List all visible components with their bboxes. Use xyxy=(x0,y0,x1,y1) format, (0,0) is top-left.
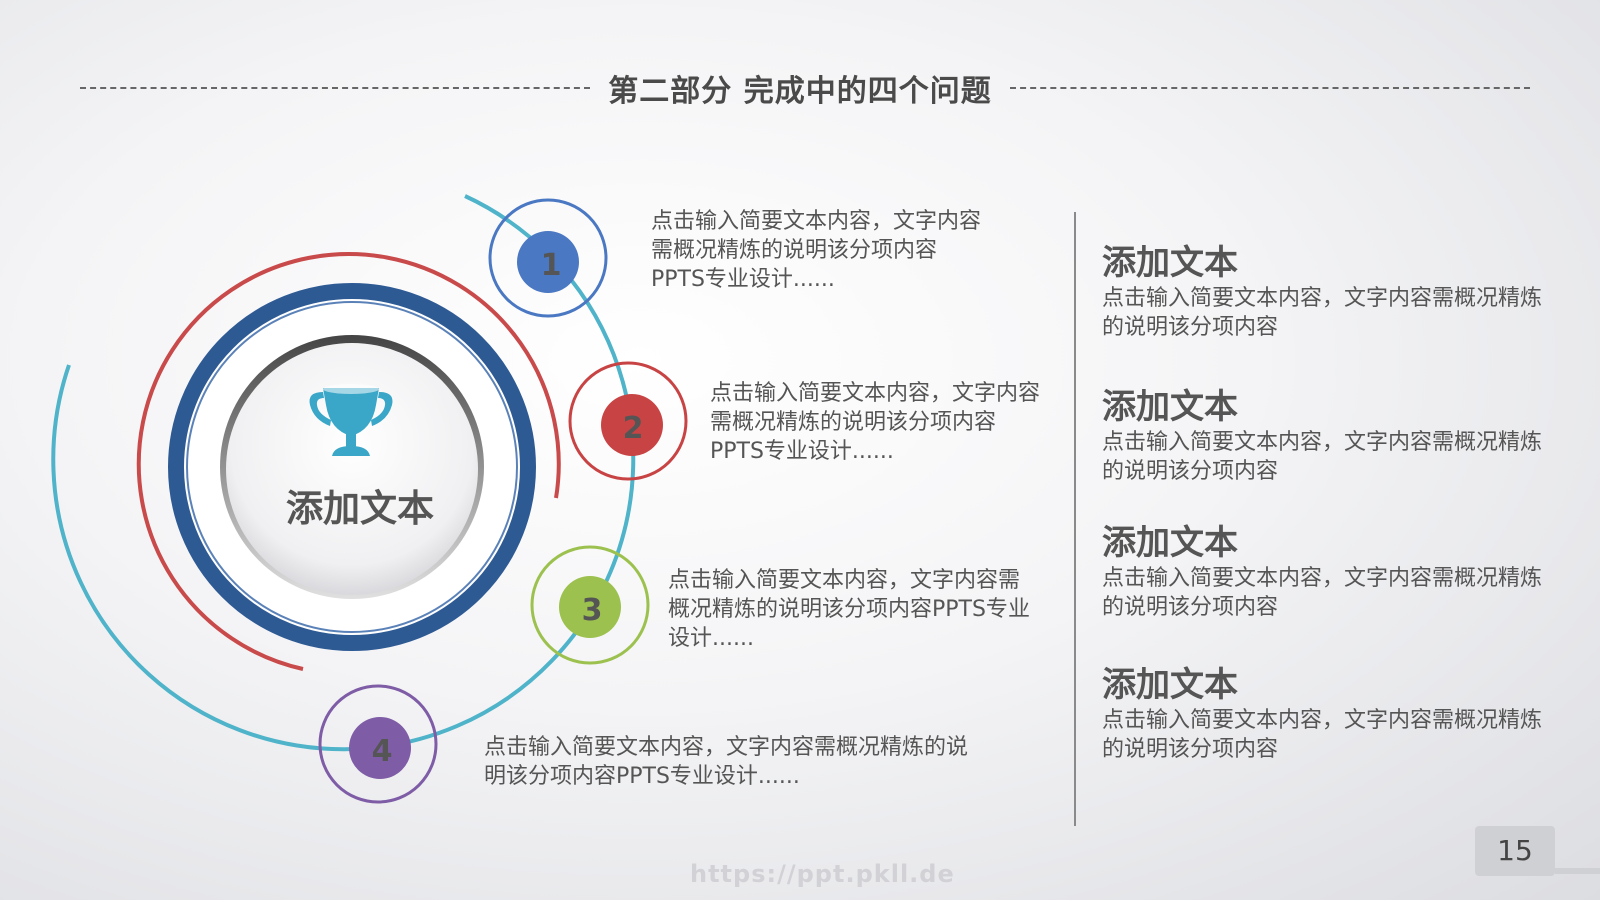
header-dash-right xyxy=(1010,87,1530,89)
page-number: 15 xyxy=(1475,826,1555,876)
step-1-ring xyxy=(488,198,608,318)
step-2-node xyxy=(601,394,663,456)
outer-cyan-arc xyxy=(51,194,636,752)
watermark-url: https://ppt.pkll.de xyxy=(690,860,955,888)
vertical-divider xyxy=(1074,212,1076,826)
side-item: 添加文本 点击输入简要文本内容，文字内容需概况精炼的说明该分项内容 xyxy=(1102,664,1542,764)
step-1-number: 1 xyxy=(541,248,562,283)
side-item-text: 点击输入简要文本内容，文字内容需概况精炼的说明该分项内容 xyxy=(1102,566,1543,620)
center-label: 添加文本 xyxy=(286,487,434,530)
step-2-ring xyxy=(568,361,688,481)
step-4-ring xyxy=(318,684,438,804)
red-arc xyxy=(136,252,561,671)
side-item-text: 点击输入简要文本内容，文字内容需概况精炼的说明该分项内容 xyxy=(1102,286,1543,340)
trophy-icon xyxy=(309,384,393,456)
page-number-bar xyxy=(1555,868,1600,874)
side-item-title: 添加文本 xyxy=(1102,523,1238,563)
step-3-node xyxy=(559,576,621,638)
side-item-title: 添加文本 xyxy=(1102,665,1238,705)
step-2-number: 2 xyxy=(623,411,644,446)
side-item-text: 点击输入简要文本内容，文字内容需概况精炼的说明该分项内容 xyxy=(1102,708,1543,762)
slide-title: 第二部分 完成中的四个问题 xyxy=(608,74,992,109)
step-1-text: 点击输入简要文本内容，文字内容需概况精炼的说明该分项内容PPTS专业设计....… xyxy=(651,209,982,292)
step-3-ring xyxy=(530,545,650,665)
header-dash-left xyxy=(80,87,590,89)
side-item-text: 点击输入简要文本内容，文字内容需概况精炼的说明该分项内容 xyxy=(1102,430,1543,484)
step-3-number: 3 xyxy=(582,593,603,628)
slide-header: 第二部分 完成中的四个问题 xyxy=(80,62,1530,112)
side-item-title: 添加文本 xyxy=(1102,387,1238,427)
step-4-node xyxy=(349,717,411,779)
step-1-node xyxy=(517,231,579,293)
side-item: 添加文本 点击输入简要文本内容，文字内容需概况精炼的说明该分项内容 xyxy=(1102,386,1542,486)
side-item: 添加文本 点击输入简要文本内容，文字内容需概况精炼的说明该分项内容 xyxy=(1102,242,1542,342)
navy-ring-inner-line xyxy=(186,301,518,633)
step-4-number: 4 xyxy=(372,734,393,769)
step-2-text: 点击输入简要文本内容，文字内容需概况精炼的说明该分项内容PPTS专业设计....… xyxy=(710,381,1041,464)
step-3-text: 点击输入简要文本内容，文字内容需概况精炼的说明该分项内容PPTS专业设计....… xyxy=(668,568,1030,651)
side-item: 添加文本 点击输入简要文本内容，文字内容需概况精炼的说明该分项内容 xyxy=(1102,522,1542,622)
center-disc xyxy=(226,343,478,595)
side-item-title: 添加文本 xyxy=(1102,243,1238,283)
step-4-text: 点击输入简要文本内容，文字内容需概况精炼的说明该分项内容PPTS专业设计....… xyxy=(484,735,969,789)
